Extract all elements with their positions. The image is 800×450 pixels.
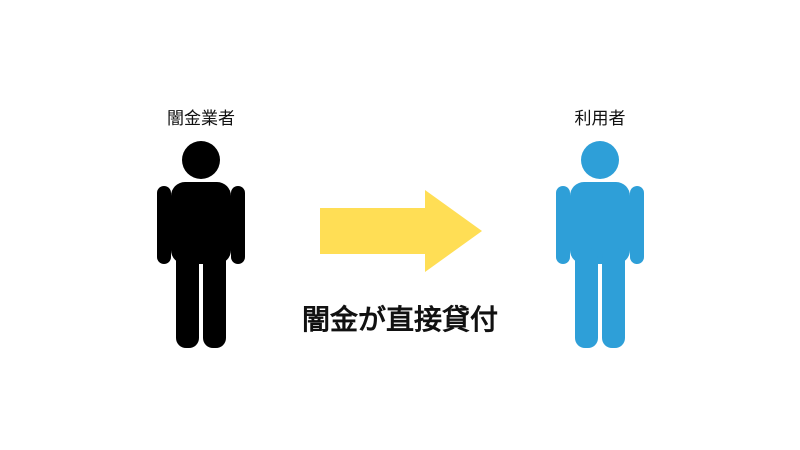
user-label: 利用者: [574, 109, 626, 129]
lender-label: 闇金業者: [167, 109, 235, 129]
arrow-right-icon: [320, 190, 482, 272]
lender-person-icon: [157, 141, 245, 348]
caption-direct-lending: 闇金が直接貸付: [301, 303, 498, 336]
user-person-icon: [556, 141, 644, 348]
